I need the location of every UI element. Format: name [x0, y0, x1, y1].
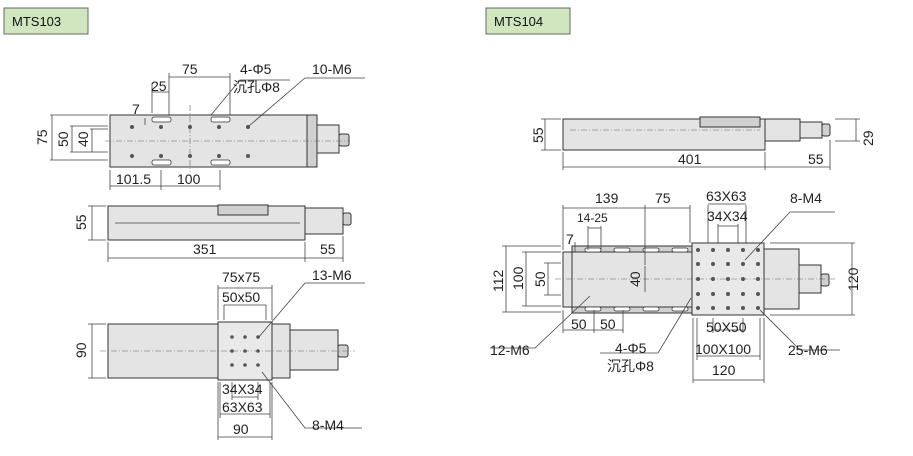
mts103-top-view: 75 25 7 4-Φ5 沉孔Φ8 10-M6 75 50 40 101.5 1… [34, 61, 365, 190]
svg-text:50X50: 50X50 [706, 319, 747, 335]
svg-text:40: 40 [627, 271, 643, 287]
svg-text:4-Φ5: 4-Φ5 [240, 61, 272, 77]
svg-text:40: 40 [75, 131, 91, 147]
svg-text:25-M6: 25-M6 [788, 342, 828, 358]
svg-text:10-M6: 10-M6 [312, 61, 352, 77]
svg-text:100: 100 [177, 171, 201, 187]
svg-text:63X63: 63X63 [706, 188, 747, 204]
svg-text:7: 7 [132, 101, 140, 117]
svg-text:75: 75 [182, 61, 198, 77]
svg-text:120: 120 [712, 362, 736, 378]
svg-text:63X63: 63X63 [222, 399, 263, 415]
model-tag-mts103: MTS103 [3, 7, 89, 35]
svg-text:34X34: 34X34 [707, 208, 748, 224]
svg-text:101.5: 101.5 [116, 171, 151, 187]
svg-text:13-M6: 13-M6 [312, 267, 352, 283]
svg-text:401: 401 [678, 151, 702, 167]
svg-text:50: 50 [571, 316, 587, 332]
svg-text:沉孔Φ8: 沉孔Φ8 [607, 358, 654, 374]
svg-text:29: 29 [860, 130, 876, 146]
svg-text:50: 50 [600, 316, 616, 332]
svg-text:90: 90 [73, 342, 89, 358]
svg-text:50: 50 [532, 271, 548, 287]
svg-text:7: 7 [566, 231, 574, 247]
svg-text:55: 55 [530, 127, 546, 143]
mts104-side-view: 55 29 401 55 [530, 116, 876, 170]
svg-text:25: 25 [151, 78, 167, 94]
svg-text:8-M4: 8-M4 [312, 417, 344, 433]
mts104-top-view: 139 75 63X63 8-M4 14-25 34X34 7 112 100 … [490, 188, 861, 383]
svg-text:55: 55 [320, 241, 336, 257]
svg-text:8-M4: 8-M4 [790, 190, 822, 206]
model-tag-mts104: MTS104 [485, 7, 571, 35]
model-name: MTS103 [12, 14, 61, 29]
svg-text:沉孔Φ8: 沉孔Φ8 [233, 79, 280, 95]
svg-text:34X34: 34X34 [222, 381, 263, 397]
mts103-bottom-view: 75x75 50x50 13-M6 90 34X34 63X63 90 8-M4 [73, 267, 365, 440]
svg-text:14-25: 14-25 [577, 211, 608, 225]
svg-text:112: 112 [490, 269, 506, 292]
svg-text:100: 100 [510, 266, 526, 290]
svg-text:120: 120 [845, 267, 861, 291]
svg-text:55: 55 [73, 214, 89, 230]
svg-text:139: 139 [595, 190, 619, 206]
svg-text:50: 50 [55, 131, 71, 147]
svg-text:90: 90 [233, 421, 249, 437]
svg-text:55: 55 [808, 151, 824, 167]
svg-text:4-Φ5: 4-Φ5 [615, 340, 647, 356]
svg-text:75: 75 [34, 129, 50, 145]
mts103-side-view: 55 351 55 [73, 204, 352, 262]
svg-text:100X100: 100X100 [695, 341, 751, 357]
model-name: MTS104 [494, 14, 543, 29]
svg-text:50x50: 50x50 [222, 289, 260, 305]
svg-text:351: 351 [193, 241, 217, 257]
svg-text:12-M6: 12-M6 [490, 342, 530, 358]
svg-text:75: 75 [655, 190, 671, 206]
plate-hole-grid [696, 248, 760, 310]
svg-text:75x75: 75x75 [222, 269, 260, 285]
